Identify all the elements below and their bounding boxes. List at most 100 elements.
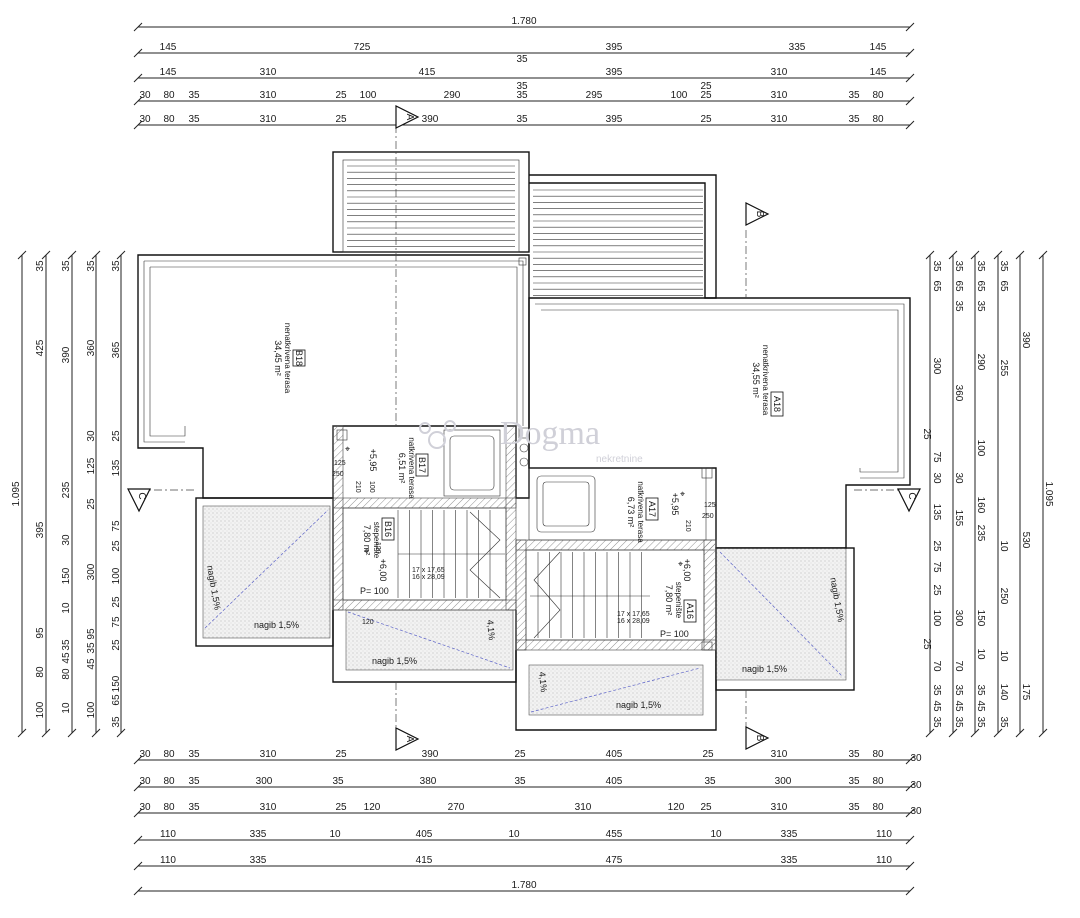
dim: 80 [61, 668, 72, 680]
dim: 45 [86, 658, 97, 670]
room-area: 34,55 m² [751, 362, 761, 398]
room-name: natkrivena terasa [636, 481, 645, 543]
dim-small: 250 [332, 471, 344, 478]
dim: 405 [416, 829, 433, 840]
dim: 30 [139, 749, 151, 760]
dim: 255 [998, 360, 1009, 377]
room-area: 6,51 m² [397, 453, 407, 484]
dim: 395 [606, 42, 623, 53]
dim: 135 [931, 504, 942, 521]
dim: 35 [188, 802, 200, 813]
dim: 35 [953, 716, 964, 728]
dim: 35 [188, 749, 200, 760]
dim-total-bottom: 1.780 [511, 880, 536, 891]
dim: 65 [998, 280, 1009, 292]
dim: 310 [771, 67, 788, 78]
dim: 35 [704, 776, 716, 787]
building: A A B B C C [127, 105, 921, 751]
dim: 95 [86, 628, 97, 640]
dim-small: 125 [334, 460, 346, 467]
dim: 35 [998, 716, 1009, 728]
dim: 25 [700, 114, 712, 125]
dim: 35 [188, 776, 200, 787]
dim: 25 [86, 498, 97, 510]
deck-slats-left [347, 165, 515, 247]
dim: 310 [771, 749, 788, 760]
dim-small: 210 [354, 481, 361, 493]
dim-small: 125 [704, 502, 716, 509]
dim: 110 [876, 829, 892, 840]
dim: 35 [848, 776, 860, 787]
dim: 75 [111, 520, 122, 532]
dim: 10 [975, 648, 986, 660]
stairs-a16 [530, 551, 650, 639]
dim: 25 [700, 90, 712, 101]
dim: 80 [872, 776, 884, 787]
room-name: nenatkrivena terasa [761, 345, 770, 416]
dim: 35 [848, 114, 860, 125]
dim: 35 [516, 90, 528, 101]
dim: 65 [975, 280, 986, 292]
stairs-b16 [397, 510, 505, 599]
dimension-ticks [17, 22, 1048, 896]
deck-slats-right [533, 189, 703, 296]
dim: 35 [86, 642, 97, 654]
dim: 395 [606, 67, 623, 78]
dim: 395 [606, 114, 623, 125]
level: +6,00 [682, 559, 692, 582]
dim: 110 [160, 855, 176, 866]
dim: 10 [710, 829, 722, 840]
dim: 35 [848, 749, 860, 760]
dim: 100 [671, 90, 688, 101]
dim: 25 [931, 584, 942, 596]
dim: 295 [586, 90, 603, 101]
dim: 25 [111, 430, 122, 442]
dim: 30 [139, 90, 151, 101]
dim: 30 [953, 472, 964, 484]
dim: 455 [606, 829, 623, 840]
dim: 25 [335, 802, 347, 813]
dim: 300 [86, 563, 97, 580]
dim: 80 [872, 90, 884, 101]
dim-small: 120 [362, 619, 374, 626]
dim: 310 [260, 67, 277, 78]
room-name: nenatkrivena terasa [283, 323, 292, 394]
dim: 35 [848, 90, 860, 101]
dim: 35 [516, 54, 528, 65]
slope-label: nagib 1,5% [616, 700, 661, 710]
dim: 365 [111, 341, 122, 358]
dim: 35 [86, 260, 97, 272]
dim: 70 [953, 660, 964, 672]
dim: 65 [111, 694, 122, 706]
dim: 300 [256, 776, 273, 787]
dim: 35 [516, 81, 528, 92]
dim: 30 [139, 776, 151, 787]
dim: 35 [953, 300, 964, 312]
room-b17: B17 natkrivena terasa 6,51 m² +5,95 [368, 437, 429, 499]
dim: 300 [953, 610, 964, 627]
dim: 35 [931, 684, 942, 696]
room-area: 7,80 m² [664, 585, 674, 616]
stairs-label: 17 x 17,65 [412, 567, 445, 574]
dim: 25 [335, 90, 347, 101]
dim: 395 [35, 521, 46, 538]
dim-small: 100 [368, 481, 375, 493]
room-area: 34,45 m² [273, 340, 283, 376]
dim: 310 [260, 802, 277, 813]
dim: 475 [606, 855, 623, 866]
dim: 145 [870, 42, 887, 53]
dim: 25 [700, 81, 712, 92]
slope-label: nagib 1,5% [372, 656, 417, 666]
room-a16: A16 stepenište 7,80 m² +6,00 [664, 559, 697, 623]
watermark-name: Dogma [500, 415, 600, 452]
dim: 35 [516, 114, 528, 125]
dim: 35 [931, 260, 942, 272]
dim: 290 [444, 90, 461, 101]
dim: 35 [975, 716, 986, 728]
watermark: Dogma nekretnine [419, 415, 643, 465]
dim: 35 [111, 260, 122, 272]
room-area: 6,73 m² [626, 497, 636, 528]
dim: 390 [61, 346, 72, 363]
dim: 30 [910, 753, 922, 764]
dim: 310 [771, 90, 788, 101]
